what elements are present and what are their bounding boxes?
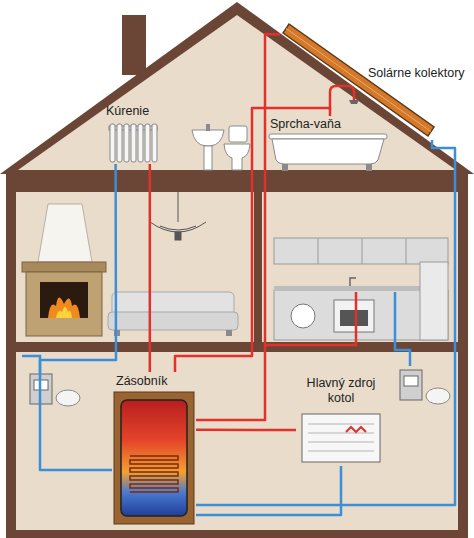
bathtub: Sprcha-vaňa [266, 116, 390, 174]
oven [334, 300, 374, 332]
toilet-bowl [224, 144, 250, 170]
radiator: Kúrenie [104, 104, 162, 164]
upper-cabinets [274, 238, 448, 264]
chandelier-arm [160, 226, 196, 230]
expansion-vessel [426, 388, 450, 404]
pipe-connector [149, 164, 152, 372]
node-label: Kúrenie [106, 104, 162, 119]
washbasin [192, 124, 224, 170]
radiator-fin [124, 124, 129, 162]
sofa [108, 292, 238, 336]
toilet [224, 126, 250, 170]
bathtub-foot [282, 164, 288, 171]
node-label: Hlavný zdroj kotol [296, 376, 386, 406]
pipe-connector [40, 164, 116, 470]
expansion-vessel [56, 390, 80, 406]
washing-machine-door [291, 304, 315, 328]
bathtub-body [272, 139, 384, 164]
node-label: Solárne kolektory [368, 66, 470, 81]
radiator-fin [117, 124, 122, 162]
radiator-fin [145, 124, 150, 162]
pipe-connector [196, 466, 341, 515]
cold-water-pipe [395, 292, 410, 366]
bathtub-foot [366, 164, 372, 171]
radiator-fin [110, 124, 115, 162]
kitchen-tap [350, 278, 356, 286]
storage-tank-shape [112, 372, 196, 524]
cabinet-divider [362, 238, 363, 264]
oven-window [340, 310, 368, 326]
washbasin-tap [206, 124, 210, 131]
attic-room [18, 15, 456, 170]
cabinet-divider [406, 238, 407, 264]
pump-body [400, 370, 422, 400]
fire-flame [48, 297, 80, 318]
shower-pipe [330, 86, 354, 110]
node-label: Sprcha-vaňa [270, 117, 386, 132]
washbasin-bowl [192, 130, 224, 146]
house-wall [6, 170, 468, 538]
boiler-panel-line [308, 442, 374, 443]
kitchen-units [274, 238, 448, 340]
fireplace-stone [26, 272, 102, 336]
toilet-tank [229, 126, 247, 142]
boiler-burner [346, 427, 366, 432]
roof [0, 2, 474, 174]
bathtub-rim [269, 134, 387, 139]
kitchen-room [262, 192, 458, 342]
pump-gauge [404, 376, 418, 386]
boiler-panel-line [308, 424, 374, 425]
fireplace-opening [40, 282, 88, 318]
hot-water-pipe [265, 292, 356, 345]
chandelier [150, 192, 206, 240]
fireplace [22, 204, 106, 336]
tank-vessel [121, 400, 187, 516]
living-room [16, 192, 254, 342]
sofa-seat [108, 312, 238, 330]
chandelier-arm [150, 222, 206, 232]
fire-flame [56, 307, 72, 318]
washbasin-pedestal [204, 146, 212, 170]
fireplace-hood [38, 204, 92, 262]
cold-water-pipe [22, 356, 40, 372]
storage-tank: Zásobník [112, 372, 196, 524]
fireplace-mantel [22, 262, 106, 272]
tank-casing [114, 392, 194, 524]
pump-group [400, 370, 450, 404]
boiler-body [302, 414, 380, 462]
cabinet-divider [318, 238, 319, 264]
node-label: Zásobník [116, 374, 196, 389]
shower-head [349, 100, 359, 104]
radiator-fin [131, 124, 136, 162]
pipe-connector [196, 34, 280, 420]
heat-exchanger-coil [130, 456, 178, 492]
fridge [420, 262, 448, 340]
pipe-connector [196, 429, 296, 432]
pipe-connector [196, 140, 455, 505]
boiler-panel-line [308, 433, 374, 434]
chandelier-rod [178, 192, 179, 222]
radiator-fin [152, 124, 157, 162]
boiler: Hlavný zdroj kotol [296, 374, 386, 466]
chimney [122, 15, 146, 75]
sofa-leg [226, 330, 232, 336]
pump-group [30, 374, 80, 406]
chandelier-bulb [175, 232, 181, 240]
radiator-fin [138, 124, 143, 162]
basement-room [16, 352, 458, 530]
boiler-panel-line [308, 451, 374, 452]
